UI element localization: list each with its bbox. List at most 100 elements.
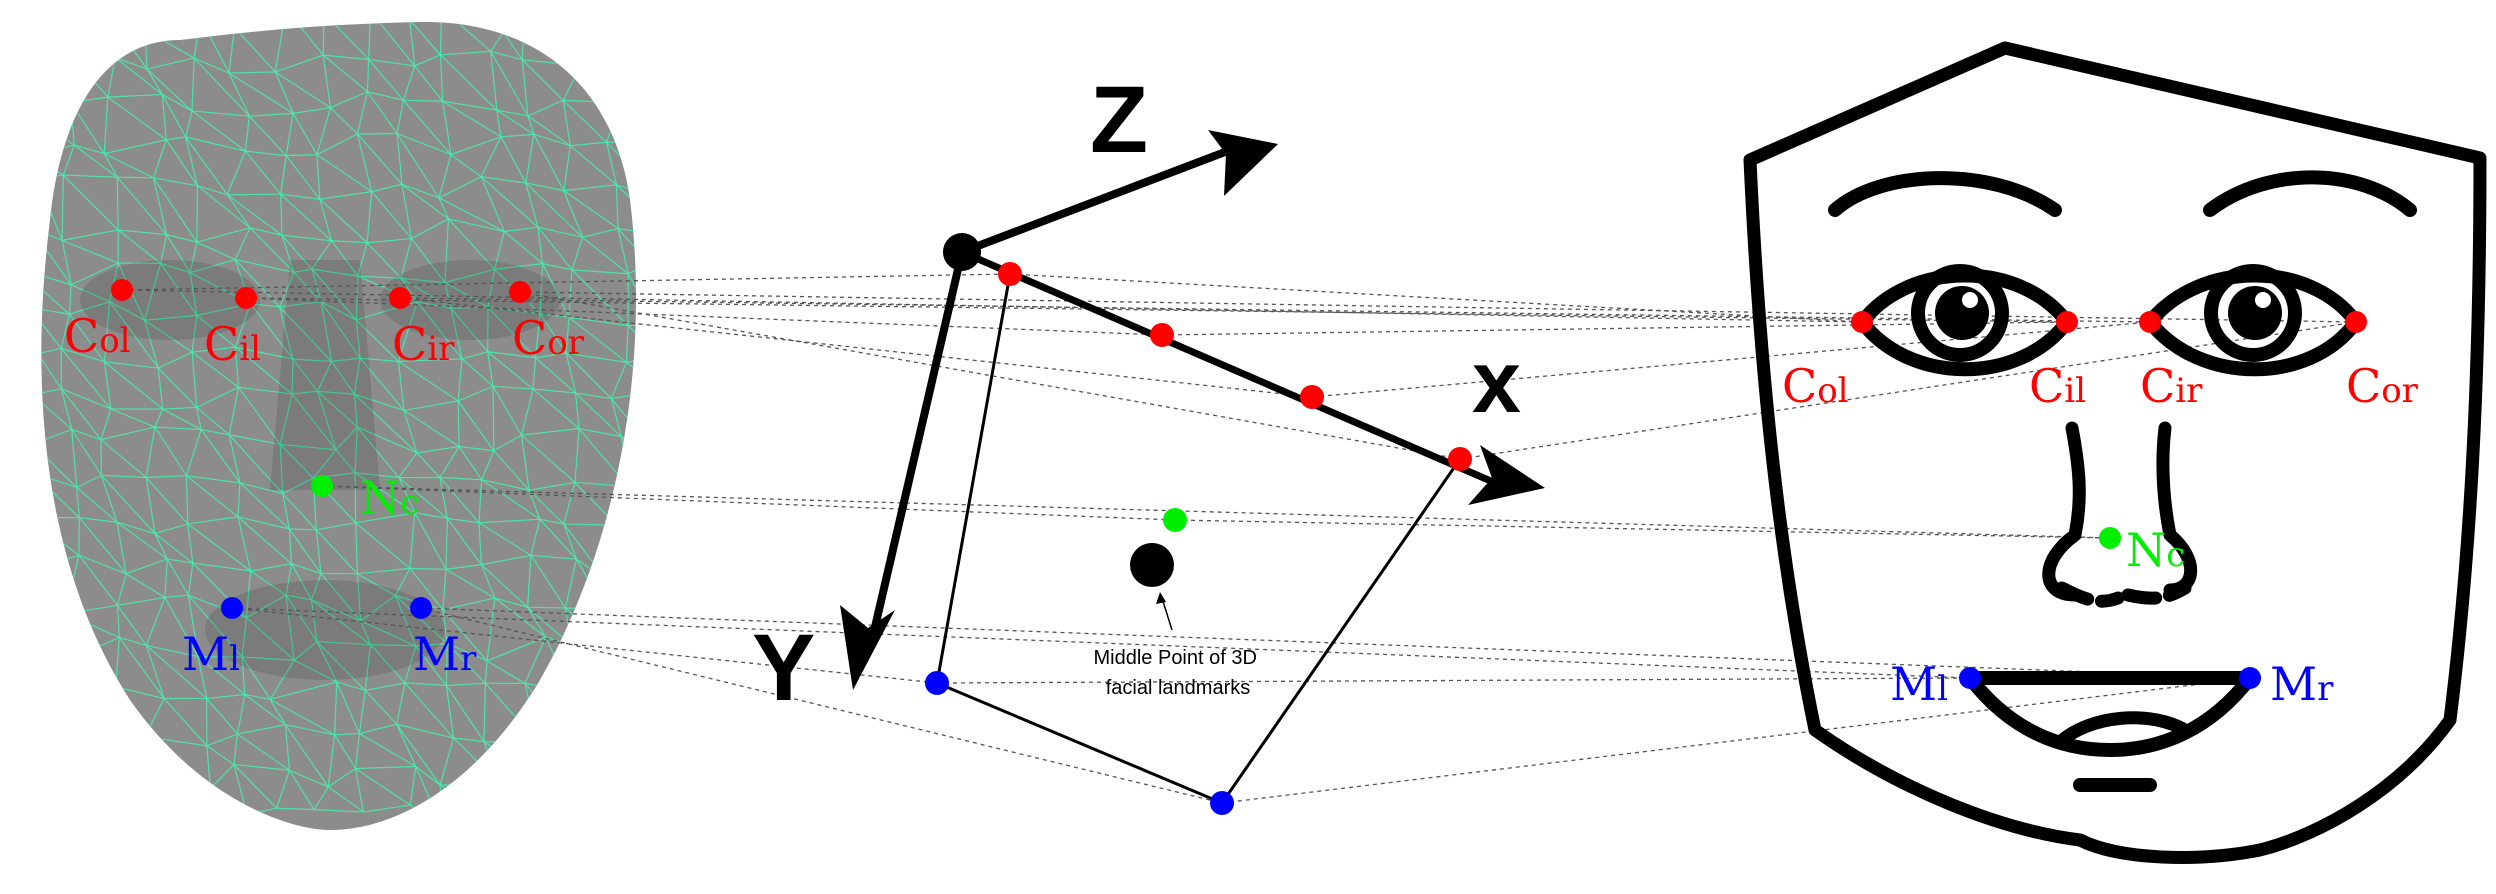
mesh-cor-label: Cor (512, 311, 585, 365)
right-eyebrow (2203, 170, 2417, 217)
cartoon-cir-label: Cir (2140, 359, 2203, 413)
axis-cir-dot (1300, 385, 1324, 409)
cartoon-face-outline (1743, 41, 2487, 864)
correspondence-line-col (121, 289, 1863, 323)
mesh-cil-dot (235, 287, 257, 309)
mesh-cil-label: Cil (204, 317, 261, 371)
cartoon-mr-label-sub: r (2317, 669, 2334, 709)
y-arrowhead (840, 605, 895, 690)
cartoon-nc-label-main: N (2126, 523, 2166, 577)
cartoon-face (1743, 41, 2487, 864)
mesh-mr-dot (410, 597, 432, 619)
correspondence-line-col (1009, 273, 1863, 323)
mesh-cir-label-main: C (392, 317, 427, 371)
axis-cor-dot (1448, 447, 1472, 471)
left-iris (1911, 264, 2009, 362)
cartoon-nc-dot (2099, 527, 2121, 549)
annotation-line-2: facial landmarks (1106, 677, 1251, 699)
mesh-col-label-main: C (64, 309, 99, 363)
axis-diagram: Z x Y Middle Point of 3D facial landmark… (752, 67, 1545, 815)
middle-point-annotation: Middle Point of 3D facial landmarks (1094, 647, 1263, 699)
cartoon-col-label-main: C (1782, 359, 1817, 413)
mesh-mr-label-sub: r (460, 639, 477, 679)
mesh-cir-label-sub: ir (427, 329, 455, 369)
mesh-cil-label-sub: il (239, 329, 261, 369)
mesh-mr-label-main: M (413, 627, 460, 681)
correspondence-line-cor (1459, 321, 2357, 460)
mesh-face-shading (80, 260, 560, 680)
z-axis (960, 148, 1227, 256)
correspondence-line-nc (321, 485, 2111, 539)
correspondence-line-ml (231, 607, 1971, 679)
cartoon-cil-label: Cil (2029, 359, 2086, 413)
correspondence-line-mr (420, 607, 2251, 679)
x-arrowhead (1468, 445, 1545, 505)
cartoon-mr-dot (2239, 667, 2261, 689)
mesh-nc-label-sub: c (400, 483, 419, 523)
mesh-nc-label: Nc (360, 471, 419, 525)
mesh-cir-dot (389, 287, 411, 309)
origin-point (943, 233, 981, 271)
z-axis-label: Z (1090, 67, 1148, 173)
correspondence-line-ml (231, 607, 938, 684)
cartoon-nc-label-sub: c (2166, 535, 2185, 575)
mesh-col-label: Col (64, 309, 131, 363)
cartoon-col-dot (1851, 311, 1873, 333)
correspondence-line-cir (399, 297, 1313, 398)
cartoon-ml-dot (1959, 667, 1981, 689)
correspondence-line-nc (1174, 519, 2111, 539)
mesh-nc-dot (311, 475, 333, 497)
y-axis-label: Y (752, 615, 815, 721)
axis-ml-dot (925, 671, 949, 695)
mesh-ml-dot (221, 597, 243, 619)
mesh-ml-label: Ml (182, 627, 240, 681)
mesh-cil-label-main: C (204, 317, 239, 371)
mesh-cir-label: Cir (392, 317, 455, 371)
cartoon-mr-label: Mr (2270, 657, 2334, 711)
right-iris (2204, 264, 2302, 362)
cartoon-cil-label-sub: il (2064, 371, 2086, 411)
cartoon-col-label: Col (1782, 359, 1849, 413)
z-arrowhead (1208, 130, 1278, 196)
left-eye-highlight (1962, 292, 1978, 308)
middle-point (1130, 543, 1174, 587)
axis-mr-dot (1210, 791, 1234, 815)
annotation-arrow (1161, 597, 1173, 631)
mesh-ml-label-main: M (182, 627, 229, 681)
correspondence-line-nc (321, 485, 1176, 521)
right-eye-highlight (2255, 292, 2271, 308)
mesh-mr-label: Mr (413, 627, 477, 681)
cartoon-cil-label-main: C (2029, 359, 2064, 413)
mouth (1963, 671, 2257, 757)
cartoon-mr-label-main: M (2270, 657, 2317, 711)
mesh-ml-label-sub: l (229, 639, 240, 679)
annotation-arrowhead (1156, 592, 1166, 604)
cartoon-ml-label: Ml (1890, 657, 1948, 711)
mesh-cor-label-main: C (512, 311, 547, 365)
cartoon-cil-dot (2056, 311, 2078, 333)
mesh-face (41, 21, 637, 830)
correspondence-line-cor (519, 291, 1461, 460)
cartoon-ml-label-sub: l (1937, 669, 1948, 709)
axis-nc-dot (1163, 508, 1187, 532)
annotation-line-1: Middle Point of 3D (1094, 647, 1257, 669)
cartoon-cir-label-main: C (2140, 359, 2175, 413)
mesh-nc-label-main: N (360, 471, 400, 525)
landmark-dots (111, 279, 2367, 689)
mesh-face-shape (41, 21, 637, 830)
cartoon-col-label-sub: ol (1817, 371, 1848, 411)
cartoon-cor-label: Cor (2346, 359, 2419, 413)
cartoon-cir-label-sub: ir (2175, 371, 2203, 411)
mesh-cor-dot (509, 281, 531, 303)
cartoon-cor-dot (2345, 311, 2367, 333)
lower-lip-line (2053, 711, 2192, 749)
mesh-col-dot (111, 279, 133, 301)
y-axis (868, 251, 966, 641)
cartoon-cor-label-main: C (2346, 359, 2381, 413)
cartoon-cir-dot (2139, 311, 2161, 333)
cartoon-ml-label-main: M (1890, 657, 1937, 711)
right-pupil (2228, 286, 2282, 340)
x-axis (960, 248, 1502, 489)
